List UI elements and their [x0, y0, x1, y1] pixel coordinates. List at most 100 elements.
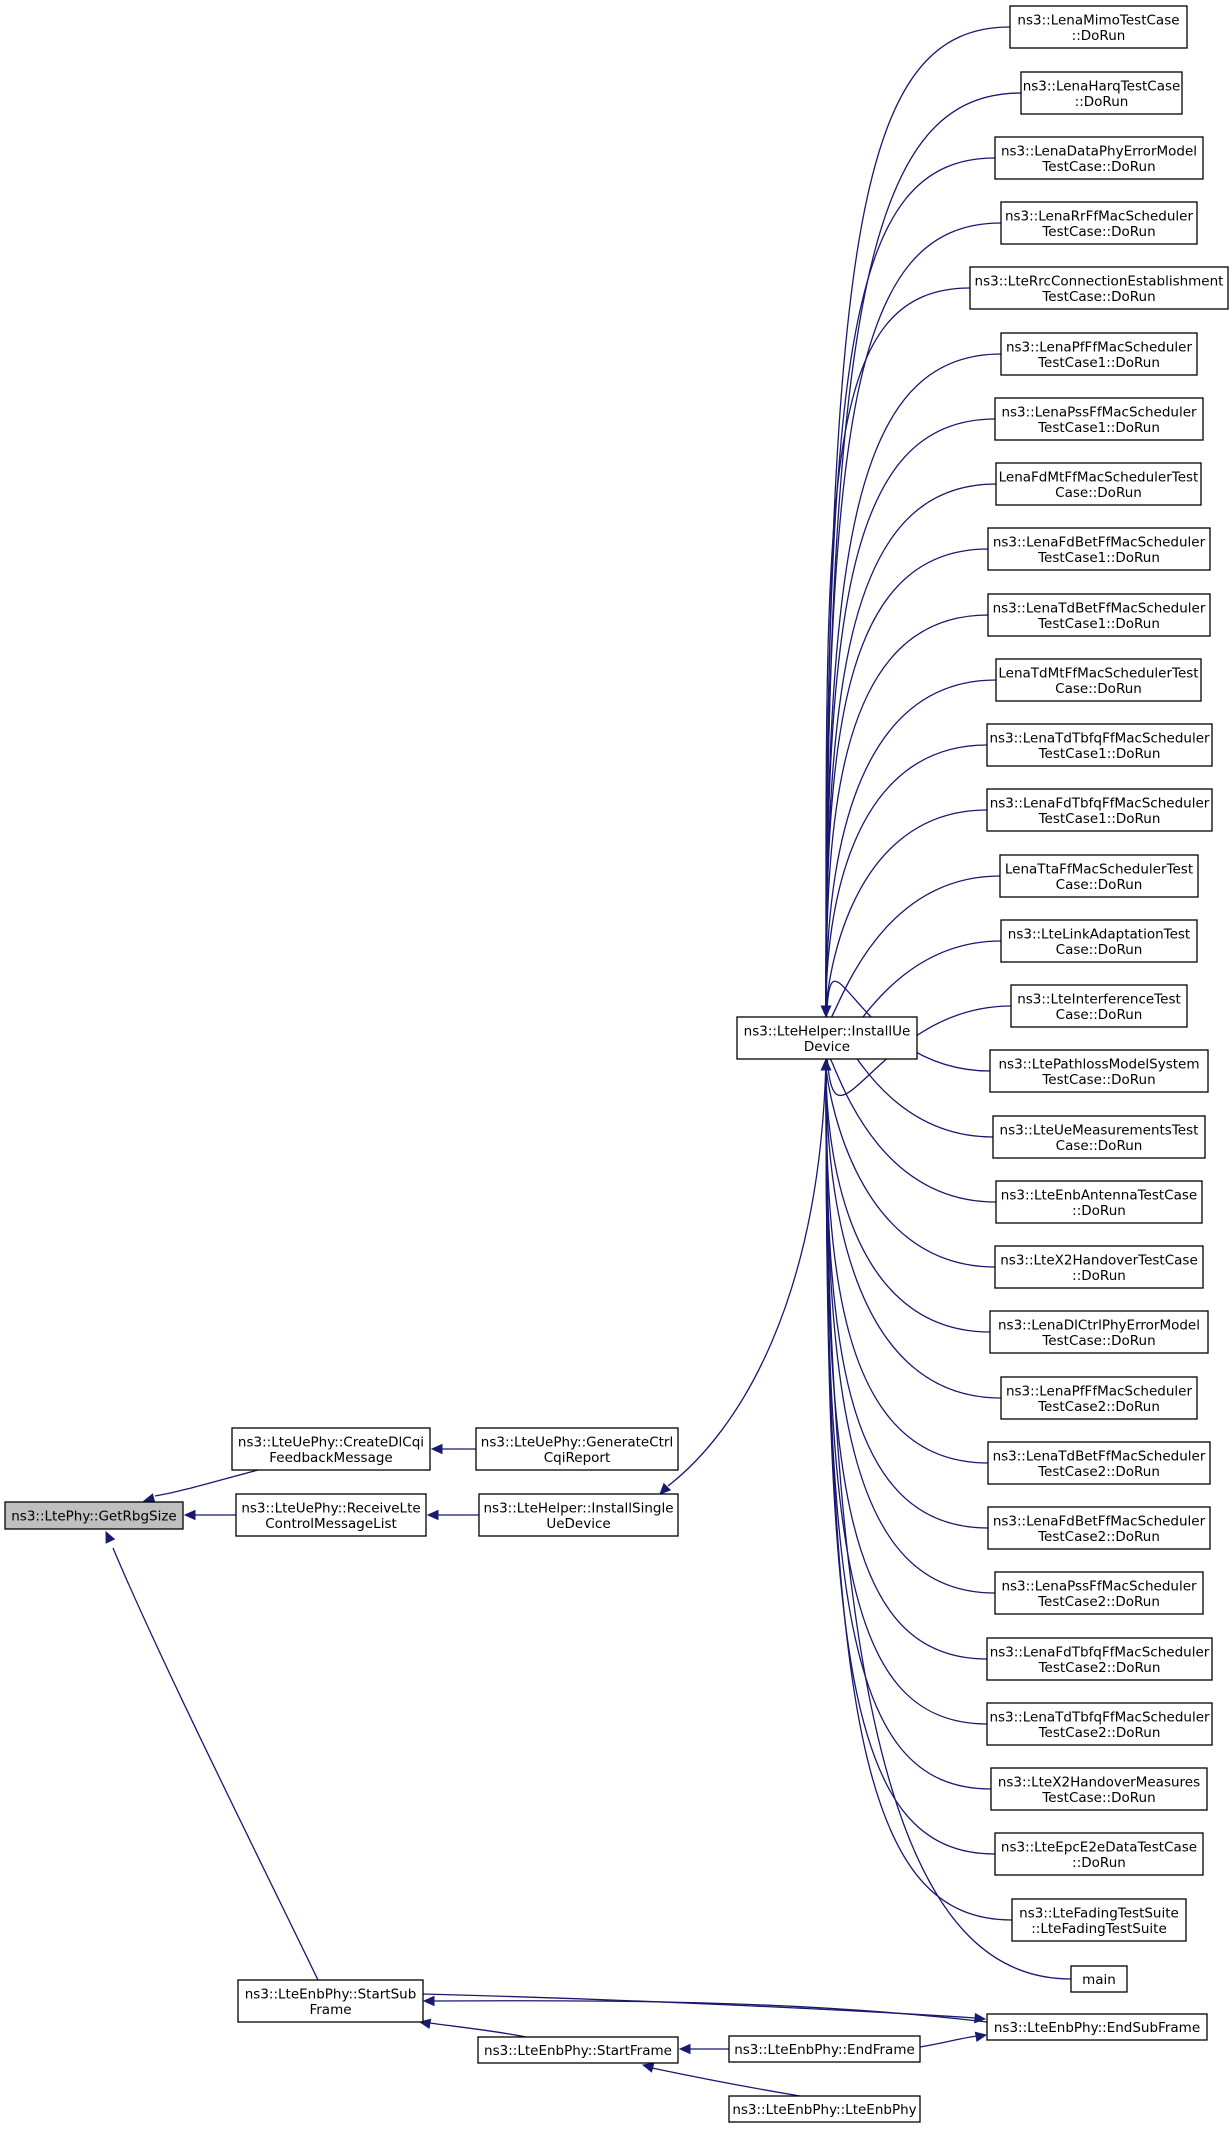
node-harq[interactable]: ns3::LenaHarqTestCase::DoRun — [1020, 71, 1183, 115]
edge-x2handover-to-installue — [820, 1058, 996, 1268]
node-pfff2[interactable]: ns3::LenaPfFfMacSchedulerTestCase2::DoRu… — [1000, 1376, 1198, 1420]
arrowhead — [659, 1482, 672, 1495]
node-pfff1[interactable]: ns3::LenaPfFfMacSchedulerTestCase1::DoRu… — [1000, 332, 1198, 376]
node-fdtbfq1[interactable]: ns3::LenaFdTbfqFfMacSchedulerTestCase1::… — [986, 788, 1213, 832]
node-mimo[interactable]: ns3::LenaMimoTestCase::DoRun — [1009, 5, 1188, 49]
arrowhead — [183, 1509, 196, 1521]
node-label-line: Case::DoRun — [1056, 942, 1143, 958]
node-box — [477, 2036, 679, 2064]
edge-installsingle-to-receivelte — [426, 1509, 479, 1521]
edge-epce2e-to-installue — [820, 1058, 996, 1855]
edge-line — [825, 287, 971, 1009]
node-x2handover[interactable]: ns3::LteX2HandoverTestCase::DoRun — [994, 1245, 1204, 1289]
node-x2measures[interactable]: ns3::LteX2HandoverMeasuresTestCase::DoRu… — [990, 1767, 1208, 1811]
edge-tta-to-installue — [820, 875, 1001, 1023]
node-label-line: TestCase2::DoRun — [1038, 1660, 1161, 1676]
node-box — [987, 1506, 1211, 1550]
node-label-line: ns3::LtePhy::GetRbgSize — [11, 1509, 177, 1525]
node-enbantenna[interactable]: ns3::LteEnbAntennaTestCase::DoRun — [995, 1180, 1203, 1224]
node-box — [1000, 332, 1198, 376]
node-createdlcqi[interactable]: ns3::LteUePhy::CreateDlCqiFeedbackMessag… — [231, 1427, 431, 1471]
node-label-line: TestCase::DoRun — [1041, 1072, 1155, 1088]
arrowhead — [974, 2012, 987, 2024]
node-tdtbfq2[interactable]: ns3::LenaTdTbfqFfMacSchedulerTestCase2::… — [986, 1702, 1213, 1746]
arrowhead — [820, 1005, 832, 1018]
node-epce2e[interactable]: ns3::LteEpcE2eDataTestCase::DoRun — [994, 1832, 1204, 1876]
node-tdbet1[interactable]: ns3::LenaTdBetFfMacSchedulerTestCase1::D… — [987, 593, 1211, 637]
edge-line — [651, 2067, 801, 2097]
node-label-line: ns3::LenaPfFfMacScheduler — [1006, 1383, 1192, 1399]
node-label-line: ns3::LenaMimoTestCase — [1017, 12, 1179, 28]
node-endsubframe[interactable]: ns3::LteEnbPhy::EndSubFrame — [986, 2013, 1208, 2041]
edge-line — [667, 1059, 827, 1487]
node-box — [995, 462, 1202, 506]
node-pathloss[interactable]: ns3::LtePathlossModelSystemTestCase::DoR… — [989, 1049, 1209, 1093]
arrowhead — [678, 2043, 691, 2055]
node-tdtbfq1[interactable]: ns3::LenaTdTbfqFfMacSchedulerTestCase1::… — [986, 723, 1213, 767]
node-label-line: ::DoRun — [1072, 28, 1126, 44]
edge-line — [825, 1067, 996, 1268]
edge-tdbet2-to-installue — [820, 1058, 989, 1464]
node-box — [728, 2035, 921, 2063]
arrowhead — [974, 2031, 988, 2043]
node-label-line: ns3::LteLinkAdaptationTest — [1008, 926, 1190, 942]
edge-tdtbfq2-to-installue — [820, 1058, 988, 1725]
node-label-line: ns3::LenaTdTbfqFfMacScheduler — [989, 1709, 1210, 1725]
node-label-line: TestCase::DoRun — [1041, 1333, 1155, 1349]
node-main[interactable]: main — [1070, 1965, 1128, 1993]
node-label-line: ns3::LteEnbPhy::EndSubFrame — [994, 2020, 1200, 2036]
node-fdbet2[interactable]: ns3::LenaFdBetFfMacSchedulerTestCase2::D… — [987, 1506, 1211, 1550]
node-receivelte[interactable]: ns3::LteUePhy::ReceiveLteControlMessageL… — [235, 1493, 427, 1537]
node-endframe[interactable]: ns3::LteEnbPhy::EndFrame — [728, 2035, 921, 2063]
node-box — [1070, 1965, 1128, 1993]
node-dlctrl[interactable]: ns3::LenaDlCtrlPhyErrorModelTestCase::Do… — [989, 1310, 1209, 1354]
node-lteenbphy[interactable]: ns3::LteEnbPhy::LteEnbPhy — [728, 2095, 921, 2123]
node-label-line: ns3::LenaFdBetFfMacScheduler — [993, 1513, 1206, 1529]
node-label-line: ns3::LteEnbPhy::EndFrame — [734, 2042, 915, 2058]
arrowhead — [105, 1530, 116, 1544]
node-box — [1020, 71, 1183, 115]
node-label-line: ns3::LteHelper::InstallSingle — [483, 1500, 673, 1516]
node-box — [235, 1493, 427, 1537]
edge-lteenbphy-to-startframe — [641, 2062, 801, 2097]
node-rrcconn[interactable]: ns3::LteRrcConnectionEstablishmentTestCa… — [969, 266, 1229, 310]
edge-line — [825, 1067, 996, 1855]
node-fadingsuite[interactable]: ns3::LteFadingTestSuite::LteFadingTestSu… — [1011, 1898, 1187, 1942]
edge-rrff-to-installue — [820, 222, 1002, 1018]
edge-line — [825, 1067, 992, 1790]
node-getrbgsize[interactable]: ns3::LtePhy::GetRbgSize — [4, 1501, 184, 1530]
node-label-line: LenaTdMtFfMacSchedulerTest — [998, 665, 1198, 681]
node-label-line: TestCase2::DoRun — [1037, 1594, 1160, 1610]
edge-rrcconn-to-installue — [820, 287, 971, 1018]
node-fdtbfq2[interactable]: ns3::LenaFdTbfqFfMacSchedulerTestCase2::… — [986, 1637, 1213, 1681]
node-pssff1[interactable]: ns3::LenaPssFfMacSchedulerTestCase1::DoR… — [994, 397, 1204, 441]
edge-endsubframe-to-startsubframe — [422, 1995, 988, 2023]
node-dataphy[interactable]: ns3::LenaDataPhyErrorModelTestCase::DoRu… — [994, 136, 1204, 180]
node-startframe[interactable]: ns3::LteEnbPhy::StartFrame — [477, 2036, 679, 2064]
node-box — [994, 1571, 1204, 1615]
edge-line — [825, 1067, 991, 1333]
node-fdbet1[interactable]: ns3::LenaFdBetFfMacSchedulerTestCase1::D… — [987, 527, 1211, 571]
edge-line — [825, 1067, 1072, 1980]
node-label-line: ns3::LenaHarqTestCase — [1023, 78, 1181, 94]
edge-generatectrl-to-createdlcqi — [430, 1443, 476, 1455]
arrowhead — [422, 1995, 435, 2007]
node-box — [986, 723, 1213, 767]
edge-mimo-to-installue — [820, 26, 1011, 1018]
node-box — [994, 397, 1204, 441]
node-pssff2[interactable]: ns3::LenaPssFfMacSchedulerTestCase2::DoR… — [994, 1571, 1204, 1615]
node-tdbet2[interactable]: ns3::LenaTdBetFfMacSchedulerTestCase2::D… — [987, 1441, 1211, 1485]
node-label-line: ns3::LenaRrFfMacScheduler — [1005, 208, 1194, 224]
